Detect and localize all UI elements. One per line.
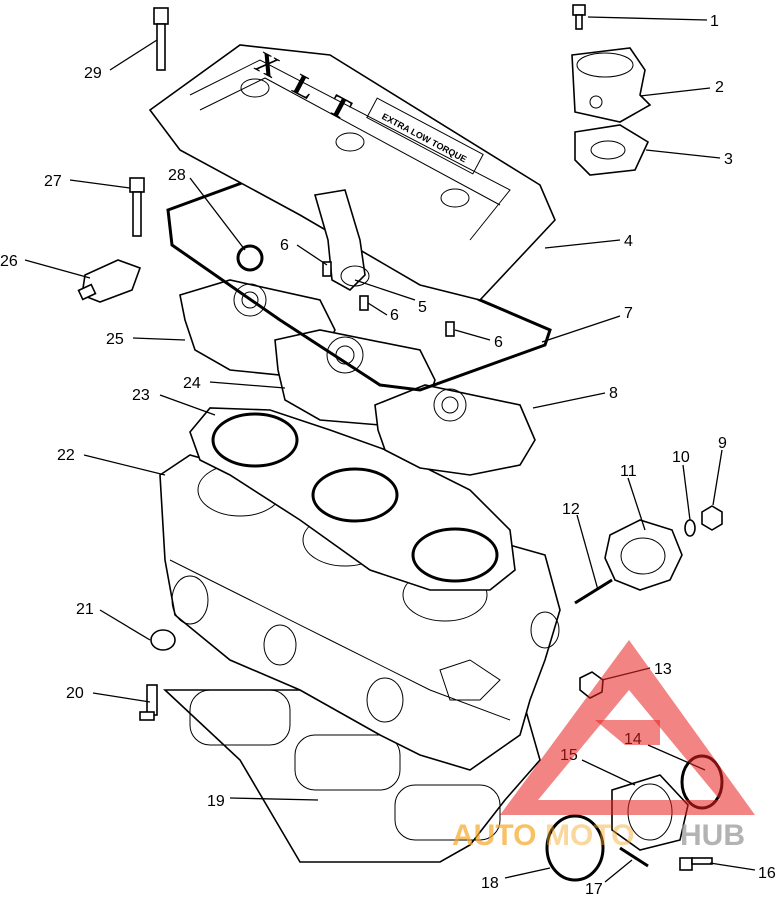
- leader-lines: [24, 16, 756, 883]
- thermostat-housing: [571, 47, 652, 123]
- callout-12: 12: [562, 501, 580, 518]
- head-gasket: [189, 407, 516, 591]
- watermark-text-right: HUB: [680, 819, 745, 852]
- cylinder-head-8: [374, 384, 536, 476]
- callout-9: 9: [718, 435, 727, 452]
- watermark-triangle-icon: [500, 640, 755, 815]
- callout-24: 24: [183, 375, 201, 392]
- callout-10: 10: [672, 449, 690, 466]
- callout-2: 2: [715, 79, 724, 96]
- callout-16: 16: [758, 865, 776, 882]
- dowel-pin-3: [445, 321, 455, 337]
- callout-20: 20: [66, 685, 84, 702]
- callout-27: 27: [44, 173, 62, 190]
- callout-13: 13: [654, 661, 672, 678]
- callout-19: 19: [207, 793, 225, 810]
- callout-11: 11: [620, 463, 637, 480]
- screw-1: [572, 4, 586, 30]
- clamp-18: [545, 814, 605, 882]
- callout-6c: 6: [494, 334, 503, 351]
- watermark-inner-triangle-icon: [595, 720, 660, 745]
- watermark: AUTO MOTO HUB: [452, 640, 755, 852]
- screw-17: [619, 846, 649, 868]
- callout-8: 8: [609, 385, 618, 402]
- callout-29: 29: [84, 65, 102, 82]
- callout-7: 7: [624, 305, 633, 322]
- dowel-pin-2: [359, 295, 369, 311]
- callout-23: 23: [132, 387, 150, 404]
- temperature-sensor: [77, 259, 142, 303]
- cap-21: [150, 629, 176, 651]
- callout-3: 3: [724, 151, 733, 168]
- callout-4: 4: [624, 233, 633, 250]
- nut-9: [701, 505, 723, 531]
- bolt-27: [129, 177, 145, 237]
- head-cover: [148, 44, 556, 301]
- washer-10: [684, 519, 696, 537]
- thermostat-gasket: [574, 124, 650, 176]
- callout-6a: 6: [280, 237, 289, 254]
- stud-12: [574, 578, 613, 605]
- bolt-29: [153, 7, 169, 71]
- dowel-pin-1: [322, 261, 332, 277]
- cover-plate: [604, 519, 683, 591]
- callout-26: 26: [0, 253, 18, 270]
- callout-labels: 1 2 3 4 5 6 6 6 7 8 9 10 11 12 13 14 15 …: [0, 13, 776, 898]
- callout-22: 22: [57, 447, 75, 464]
- callout-6b: 6: [390, 307, 399, 324]
- o-ring-28: [236, 244, 264, 272]
- watermark-text-left: AUTO: [452, 819, 536, 852]
- bolt-16: [679, 857, 713, 871]
- callout-17: 17: [585, 881, 603, 898]
- plug-20: [139, 684, 158, 721]
- callout-25: 25: [106, 331, 124, 348]
- callout-21: 21: [76, 601, 94, 618]
- callout-1: 1: [710, 13, 719, 30]
- callout-28: 28: [168, 167, 186, 184]
- watermark-text-mid: MOTO: [545, 819, 634, 852]
- callout-5: 5: [418, 299, 427, 316]
- callout-18: 18: [481, 875, 499, 892]
- water-connector: [313, 189, 370, 291]
